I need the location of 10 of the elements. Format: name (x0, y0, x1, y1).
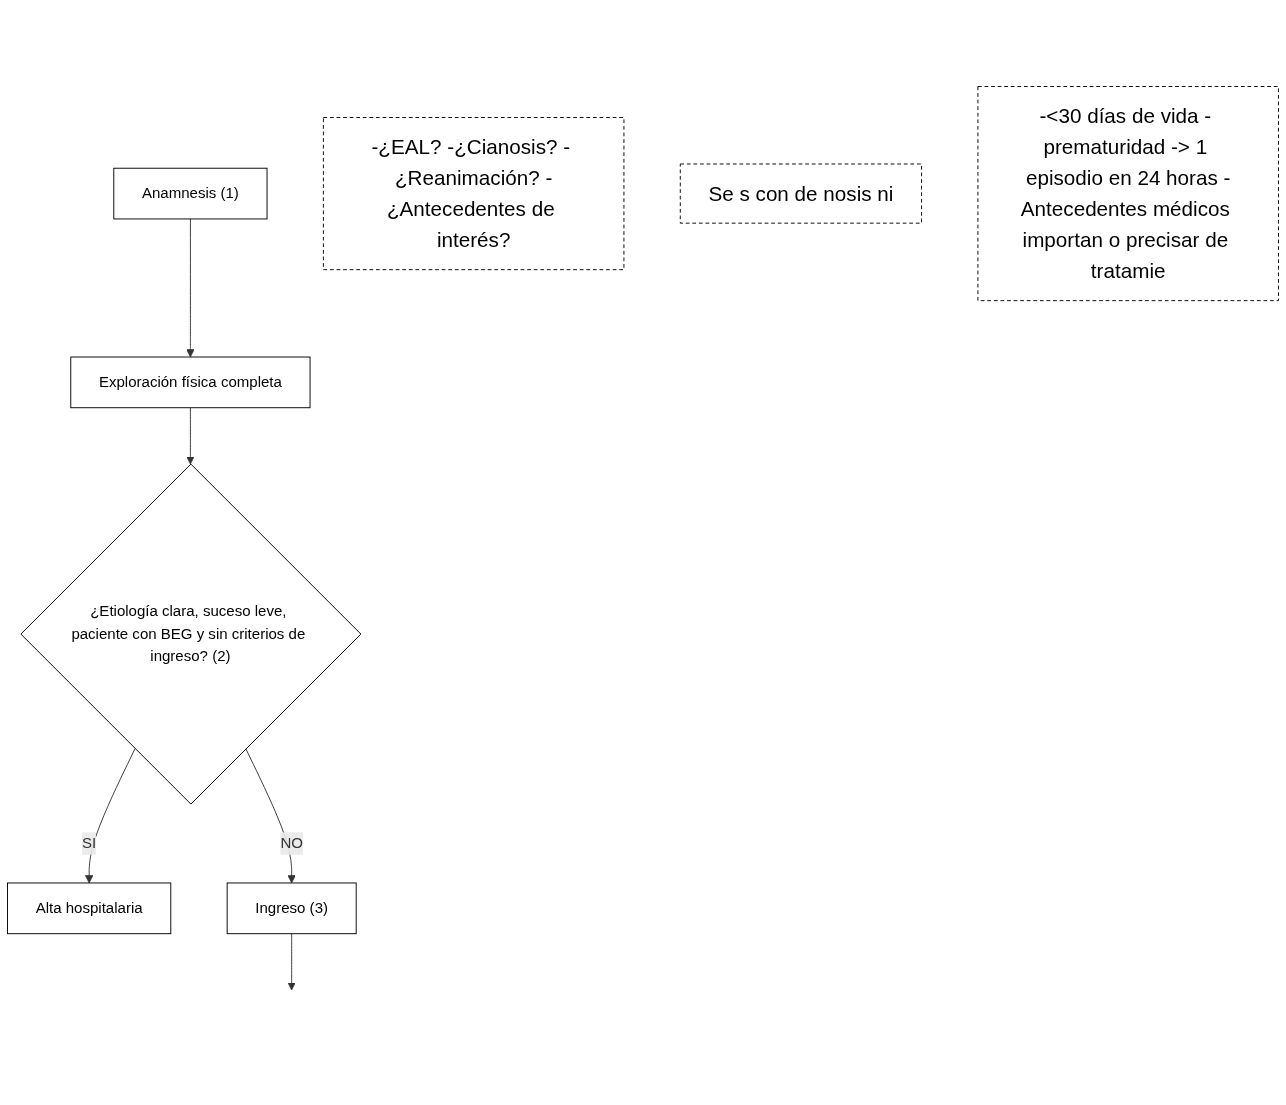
node-box: Alta hospitalaria (7, 882, 172, 935)
edge-label: NO (280, 835, 303, 852)
node-box: Anamnesis (1) (113, 167, 268, 220)
node-box: Se s con de nosis ni (679, 163, 923, 224)
node-box: -<30 días de vida - prematuridad -> 1 episodio en 24 horas -Antecedentes médicos importan o precisar de tratamie (977, 86, 1279, 302)
node-box: Ingreso (3) (226, 882, 357, 935)
node-box: Exploración física completa (70, 356, 311, 409)
node-diamond: ¿Etiología clara, suceso leve, paciente con BEG y sin criterios de ingreso? (2) (20, 463, 362, 805)
node-box: -¿EAL? -¿Cianosis? - ¿Reanimación? -¿Antecedentes de interés? (322, 117, 625, 271)
edge-label: SI (82, 835, 97, 852)
